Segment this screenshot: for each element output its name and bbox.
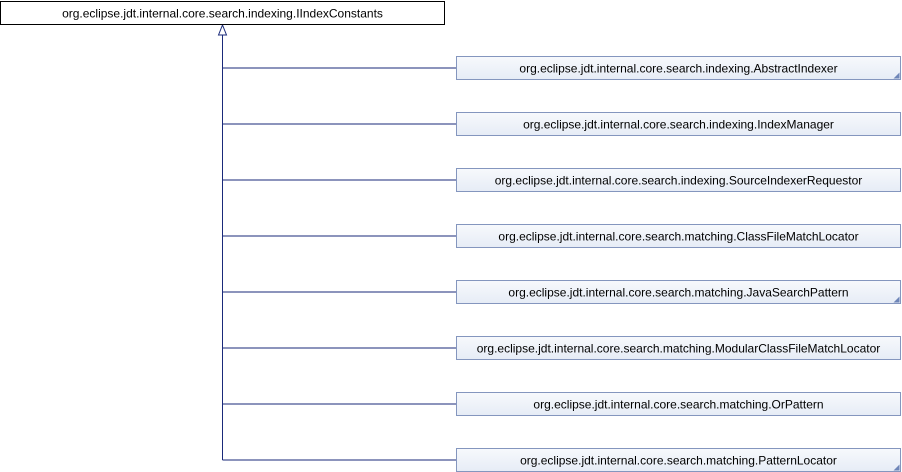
child-node[interactable]: org.eclipse.jdt.internal.core.search.mat… (456, 280, 901, 304)
more-subclasses-marker-icon (893, 464, 900, 471)
child-node[interactable]: org.eclipse.jdt.internal.core.search.mat… (456, 392, 901, 416)
child-node-box (456, 392, 901, 416)
root-node-iindexconstants[interactable]: org.eclipse.jdt.internal.core.search.ind… (0, 1, 445, 25)
child-node-label: org.eclipse.jdt.internal.core.search.mat… (533, 398, 823, 412)
child-node[interactable]: org.eclipse.jdt.internal.core.search.mat… (456, 224, 901, 248)
child-node[interactable]: org.eclipse.jdt.internal.core.search.ind… (456, 168, 901, 192)
root-node-box (0, 1, 445, 25)
child-node-box (456, 224, 901, 248)
child-node-box (456, 112, 901, 136)
child-node-box (456, 280, 901, 304)
child-node-label: org.eclipse.jdt.internal.core.search.ind… (523, 118, 834, 132)
child-node[interactable]: org.eclipse.jdt.internal.core.search.ind… (456, 56, 901, 80)
edge-arrowhead (217, 23, 228, 36)
child-node-label: org.eclipse.jdt.internal.core.search.mat… (498, 230, 858, 244)
child-node-box (456, 336, 901, 360)
child-node-label: org.eclipse.jdt.internal.core.search.mat… (520, 454, 837, 468)
edges (217, 23, 457, 461)
child-node-label: org.eclipse.jdt.internal.core.search.mat… (508, 286, 848, 300)
child-node-box (456, 56, 901, 80)
child-node-label: org.eclipse.jdt.internal.core.search.ind… (519, 62, 837, 76)
child-node[interactable]: org.eclipse.jdt.internal.core.search.ind… (456, 112, 901, 136)
child-node[interactable]: org.eclipse.jdt.internal.core.search.mat… (456, 336, 901, 360)
child-node[interactable]: org.eclipse.jdt.internal.core.search.mat… (456, 448, 901, 472)
root-node-label: org.eclipse.jdt.internal.core.search.ind… (62, 7, 383, 21)
child-nodes: org.eclipse.jdt.internal.core.search.ind… (456, 56, 901, 472)
more-subclasses-marker-icon (893, 296, 900, 303)
more-subclasses-marker-icon (893, 72, 900, 79)
child-node-label: org.eclipse.jdt.internal.core.search.mat… (477, 342, 881, 356)
child-node-label: org.eclipse.jdt.internal.core.search.ind… (495, 174, 863, 188)
child-node-box (456, 168, 901, 192)
